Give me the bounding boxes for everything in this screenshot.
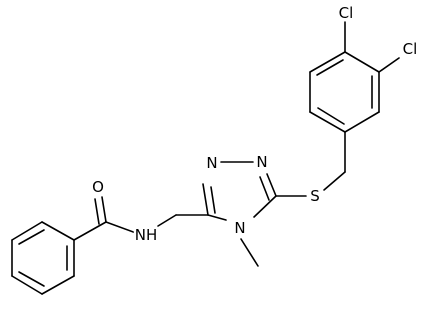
bond [240, 238, 259, 267]
atom-label-cl: Cl [337, 4, 355, 22]
bond [259, 176, 270, 201]
atom-label-o: O [91, 178, 105, 196]
bond [207, 214, 227, 221]
bond [94, 198, 100, 225]
bond [253, 195, 277, 218]
atom-label-cl: Cl [401, 40, 419, 58]
bond [101, 196, 107, 223]
bond [11, 221, 43, 241]
bond [309, 111, 346, 133]
bond [316, 59, 344, 76]
atom-label-nh: NH [133, 226, 159, 244]
bond [344, 111, 380, 133]
bond [41, 275, 75, 295]
bond [210, 186, 216, 214]
bond [344, 51, 380, 73]
bond [309, 51, 346, 73]
bond [157, 214, 177, 227]
bond [18, 271, 45, 287]
bond [323, 171, 346, 191]
bond [378, 57, 400, 73]
bond [317, 107, 345, 125]
bond [41, 221, 75, 241]
atom-label-n: N [255, 153, 269, 171]
atom-label-n: N [205, 154, 219, 172]
atom-label-s: S [309, 187, 321, 205]
bond [105, 221, 137, 234]
bond [18, 229, 45, 245]
bond [202, 183, 209, 216]
bond [266, 173, 277, 197]
atom-label-n: N [233, 219, 247, 237]
bond [11, 275, 43, 295]
bond [73, 221, 107, 241]
